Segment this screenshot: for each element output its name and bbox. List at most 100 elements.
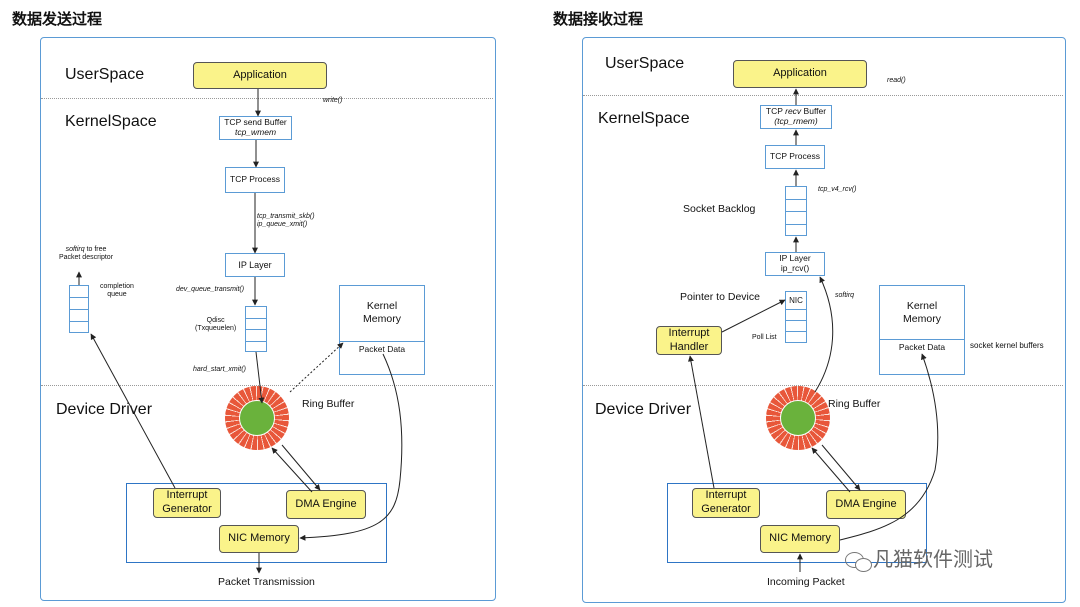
send-arrow-ring-memory: [289, 342, 344, 393]
send-completion-queue: [69, 285, 89, 333]
send-completion-line2: queue: [107, 291, 127, 299]
recv-interrupt-gen-line1: Interrupt: [705, 489, 747, 502]
send-dev-queue-label: dev_queue_transmit(): [176, 286, 245, 293]
recv-kernel-memory-line1: Kernel: [906, 300, 938, 312]
send-buffer-line2: tcp_wmem: [234, 127, 277, 137]
recv-kernelspace-label: KernelSpace: [598, 110, 690, 127]
recv-arrow-nic-packetdata: [839, 353, 939, 541]
send-title: 数据发送过程: [12, 10, 103, 28]
send-softirq-label: softirq to free Packet descriptor: [42, 246, 130, 263]
send-transmit-label: tcp_transmit_skb() ip_queue_xmit(): [257, 213, 315, 230]
send-softirq-rest: to free: [84, 246, 107, 253]
recv-device-driver-label: Device Driver: [595, 401, 692, 418]
watermark-text: 凡猫软件测试: [873, 547, 993, 571]
send-device-driver-label: Device Driver: [56, 401, 153, 418]
recv-dma-engine: DMA Engine: [826, 490, 906, 519]
recv-tcp-process-box: TCP Process: [765, 145, 825, 169]
wechat-icon: [845, 550, 873, 572]
send-ip-layer-box: IP Layer: [225, 253, 285, 277]
recv-arrow-intgen-handler: [688, 355, 715, 489]
send-interrupt-gen-line2: Generator: [162, 503, 212, 515]
recv-arrow-ring-ip: [814, 276, 834, 393]
recv-interrupt-handler-line1: Interrupt: [668, 326, 710, 339]
recv-pointer-label: Pointer to Device: [680, 291, 760, 303]
recv-socket-backlog-queue: [785, 186, 807, 236]
recv-nic-memory: NIC Memory: [760, 525, 840, 553]
recv-arrow-dma-ring-b: [821, 444, 861, 491]
recv-incoming-packet-label: Incoming Packet: [767, 576, 845, 588]
send-completion-line1: completion: [100, 283, 134, 290]
send-nic-hardware-box: [126, 483, 387, 563]
send-buffer-line1: TCP send Buffer: [224, 117, 287, 128]
send-qdisc-label: Qdisc (Txqueuelen): [195, 317, 236, 334]
recv-tcp-recv-buffer: TCP recv Buffer (tcp_rmem): [760, 105, 832, 129]
recv-nic-cell: NIC: [786, 292, 806, 310]
recv-user-kernel-separator: [583, 95, 1063, 96]
recv-application-box: Application: [733, 60, 867, 88]
recv-poll-list-queue: NIC: [785, 291, 807, 343]
send-arrow-dma-ring-a: [271, 447, 313, 493]
send-arrow-dma-ring-b: [281, 444, 321, 491]
send-softirq-italic: softirq: [65, 246, 85, 253]
recv-interrupt-gen-line2: Generator: [701, 503, 751, 515]
send-qdisc-line2: (Txqueuelen): [195, 325, 237, 333]
recv-ring-buffer: [766, 386, 830, 450]
send-nic-memory: NIC Memory: [219, 525, 299, 553]
watermark: 凡猫软件测试: [845, 543, 993, 572]
recv-userspace-label: UserSpace: [605, 55, 685, 72]
send-arrow-intgen-completion: [90, 333, 176, 489]
recv-packet-data: Packet Data: [880, 339, 964, 354]
send-qdisc-queue: [245, 306, 267, 352]
recv-nic-hardware-box: [667, 483, 927, 563]
send-kernel-memory-line2: Memory: [363, 313, 401, 326]
recv-buffer-b: recv: [785, 106, 802, 117]
send-arrow-qdisc-ring: [255, 351, 265, 404]
send-arrow-packetdata-nic: [299, 353, 403, 541]
send-packet-transmission-label: Packet Transmission: [218, 576, 315, 588]
send-softirq-line2: Packet descriptor: [58, 254, 114, 262]
send-transmit-line2: ip_queue_xmit(): [257, 221, 308, 229]
recv-kernel-driver-separator: [583, 385, 1063, 386]
recv-arrow-handler-nic: [721, 299, 786, 333]
send-ring-buffer: [225, 386, 289, 450]
recv-socket-buffers-label: socket kernel buffers: [970, 341, 1044, 350]
send-ring-buffer-label: Ring Buffer: [302, 398, 355, 410]
send-kernelspace-label: KernelSpace: [65, 113, 157, 130]
recv-poll-list-label: Poll List: [752, 334, 777, 341]
send-kernel-driver-separator: [41, 385, 493, 386]
send-transmit-line1: tcp_transmit_skb(): [257, 213, 315, 220]
send-userspace-label: UserSpace: [65, 66, 145, 83]
recv-buffer-line2: (tcp_rmem): [774, 116, 818, 126]
recv-tcp-v4-label: tcp_v4_rcv(): [818, 186, 857, 193]
send-hard-start-label: hard_start_xmit(): [193, 366, 246, 373]
recv-softirq-label: softirq: [835, 292, 855, 299]
recv-socket-backlog-label: Socket Backlog: [683, 203, 756, 215]
recv-buffer-a: TCP: [765, 106, 786, 117]
send-qdisc-line1: Qdisc: [206, 317, 225, 324]
recv-panel: [582, 37, 1066, 603]
send-completion-label: completion queue: [100, 283, 134, 300]
recv-ip-layer-line1: IP Layer: [779, 253, 811, 264]
send-dma-engine: DMA Engine: [286, 490, 366, 519]
recv-read-label: read(): [887, 77, 906, 84]
recv-ip-layer-line2: ip_rcv(): [780, 263, 810, 273]
recv-title: 数据接收过程: [553, 10, 644, 28]
send-application-box: Application: [193, 62, 327, 89]
recv-arrow-dma-ring-a: [811, 447, 851, 493]
recv-ring-core: [780, 400, 816, 436]
recv-ip-layer-box: IP Layer ip_rcv(): [765, 252, 825, 276]
send-ring-core: [239, 400, 275, 436]
send-kernel-memory-line1: Kernel: [366, 300, 398, 312]
send-user-kernel-separator: [41, 98, 493, 99]
recv-interrupt-handler-line2: Handler: [669, 340, 709, 353]
send-interrupt-gen-line1: Interrupt: [166, 489, 208, 502]
send-write-label: write(): [323, 97, 343, 104]
send-packet-data: Packet Data: [340, 341, 424, 356]
recv-kernel-memory-line2: Memory: [903, 313, 941, 326]
recv-ring-buffer-label: Ring Buffer: [828, 398, 881, 410]
